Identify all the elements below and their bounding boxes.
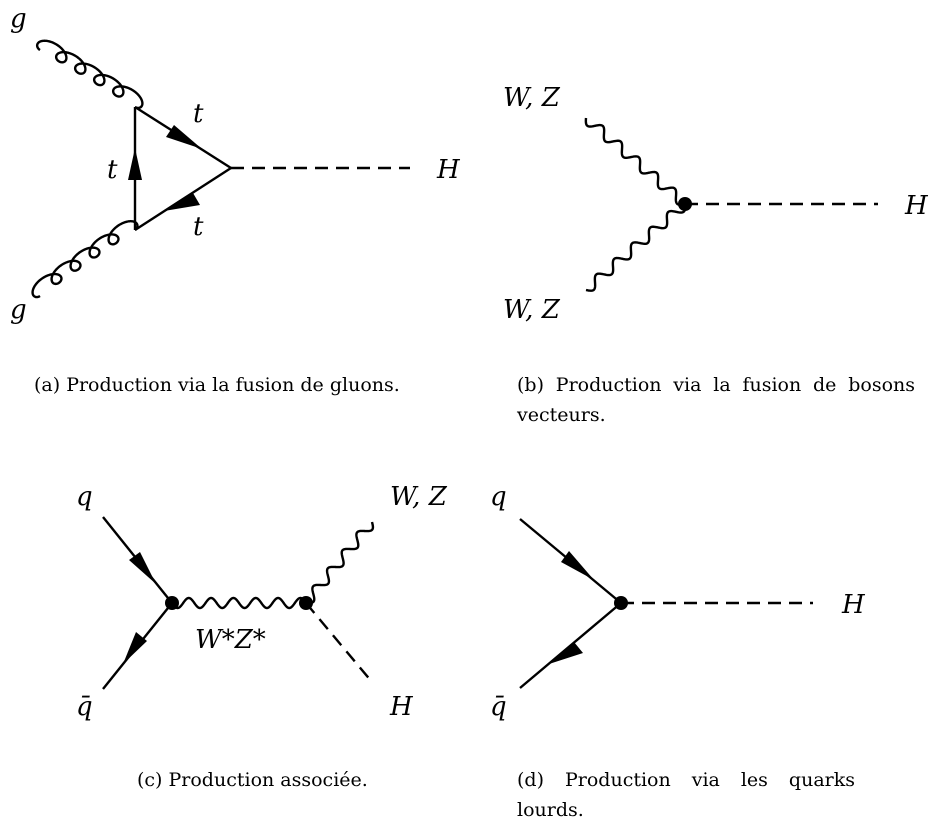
label-propagator: W*Z* [195, 625, 266, 655]
label-g-bottom: g [10, 295, 27, 325]
vertex-c-right [299, 596, 313, 610]
label-wz-bottom: W, Z [503, 295, 561, 325]
label-t-left: t [107, 155, 118, 185]
caption-b: (b) Production via la fusion de bosons v… [517, 374, 915, 426]
arrow-qbar [123, 632, 147, 664]
diagram-b-vbf: W, Z W, Z H [503, 83, 929, 325]
caption-c: (c) Production associée. [137, 769, 368, 791]
arrow-left-up [128, 148, 142, 180]
label-h-c: H [389, 692, 414, 722]
diagram-a-gluon-fusion: g g t t t H [10, 4, 461, 325]
label-q-c: q [76, 482, 93, 512]
diagram-c-associated: q q̄ W*Z* W, Z H [76, 482, 448, 722]
arrow-lower [164, 193, 200, 211]
label-wz-top: W, Z [503, 83, 561, 113]
top-quark-line-lower [134, 166, 232, 232]
label-qbar-c: q̄ [76, 692, 93, 722]
diagram-d-heavy-quarks: q q̄ H [490, 482, 866, 722]
boson-line-out [305, 521, 375, 605]
gluon-line-bottom [31, 220, 139, 299]
label-h-b: H [904, 191, 929, 221]
label-t-lower: t [193, 212, 204, 242]
vertex-b [678, 197, 692, 211]
label-t-upper: t [193, 99, 204, 129]
vertex-c-left [165, 596, 179, 610]
boson-line-bottom [585, 203, 687, 292]
vertex-d [614, 596, 628, 610]
higgs-line-c [305, 602, 373, 683]
label-h-d: H [841, 590, 866, 620]
arrow-upper [166, 125, 202, 149]
label-wz-c: W, Z [390, 482, 448, 512]
label-g-top: g [10, 4, 27, 34]
arrow-qbar-d [549, 642, 583, 664]
gluon-line-top [35, 39, 144, 110]
arrow-q-d [561, 551, 594, 580]
propagator-line [171, 596, 307, 610]
caption-d: (d) Production via les quarks lourds. [517, 769, 855, 821]
label-qbar-d: q̄ [490, 692, 507, 722]
label-q-d: q [490, 482, 507, 512]
arrow-q [129, 552, 156, 584]
label-h-a: H [436, 155, 461, 185]
boson-line-top [584, 117, 686, 206]
caption-a: (a) Production via la fusion de gluons. [34, 374, 400, 396]
